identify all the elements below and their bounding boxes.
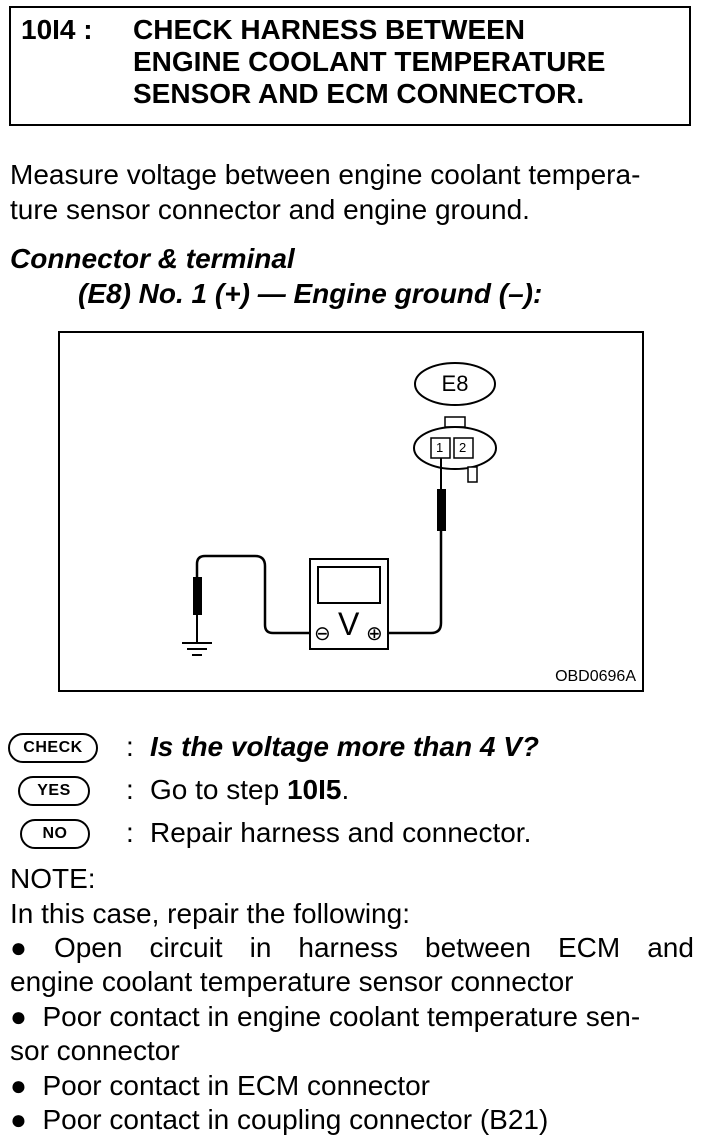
pin-2-label: 2 (459, 440, 467, 455)
note-item-2-text: Poor contact in engine coolant temperatu… (42, 1001, 641, 1032)
plus-icon: ⊕ (366, 623, 383, 645)
note-word: Open (53, 932, 123, 963)
note-item-3: ● Poor contact in ECM connector (10, 1069, 430, 1103)
voltmeter-display (317, 566, 381, 604)
negative-lead (195, 554, 310, 635)
no-badge: NO (20, 819, 90, 849)
yes-suffix: . (341, 774, 350, 805)
note-word: harness (298, 932, 399, 963)
note-word: circuit (149, 932, 223, 963)
connector-label-outline (414, 362, 496, 406)
connector-spec: (E8) No. 1 (+) — Engine ground (–): (78, 278, 543, 309)
step-title-line: SENSOR AND ECM CONNECTOR. (133, 78, 585, 109)
instruction-line: Measure voltage between engine coolant t… (10, 159, 641, 190)
note-word: ECM (557, 932, 621, 963)
connector-latch (444, 416, 466, 428)
note-item-4: ● Poor contact in coupling connector (B2… (10, 1103, 548, 1137)
yes-step-link[interactable]: 10I5 (286, 774, 342, 805)
step-title-line: CHECK HARNESS BETWEEN (133, 14, 526, 45)
negative-probe (193, 577, 202, 615)
minus-icon: ⊖ (314, 623, 331, 645)
note-item-1-line-1: ● Open circuit in harness between ECM an… (10, 931, 694, 965)
positive-lead (383, 531, 443, 635)
note-word: and (647, 932, 694, 963)
pin-1-label: 1 (436, 440, 444, 455)
step-title: CHECK HARNESS BETWEEN ENGINE COOLANT TEM… (133, 14, 605, 110)
check-question: Is the voltage more than 4 V? (150, 731, 539, 762)
bullet-icon: ● (10, 1104, 27, 1135)
check-separator: : (126, 731, 134, 762)
note-word: between (425, 932, 531, 963)
bullet-icon: ● (10, 932, 27, 963)
step-number: 10I4 : (21, 14, 93, 45)
note-item-3-text: Poor contact in ECM connector (42, 1070, 430, 1101)
yes-badge: YES (18, 776, 90, 806)
note-item-2-line-2: sor connector (10, 1035, 180, 1066)
yes-separator: : (126, 774, 134, 805)
yes-answer: Go to step 10I5. (150, 774, 349, 806)
connector-tab (467, 466, 478, 483)
bullet-icon: ● (10, 1001, 27, 1032)
connector-heading: Connector & terminal (10, 243, 295, 274)
bullet-icon: ● (10, 1070, 27, 1101)
figure-reference: OBD0696A (555, 668, 636, 685)
pin-2-cavity (453, 437, 474, 459)
check-badge: CHECK (8, 733, 98, 763)
no-separator: : (126, 817, 134, 848)
note-item-4-text: Poor contact in coupling connector (B21) (42, 1104, 549, 1135)
step-title-line: ENGINE COOLANT TEMPERATURE (133, 46, 606, 77)
positive-probe (437, 489, 446, 531)
step-header-box: 10I4 : CHECK HARNESS BETWEEN ENGINE COOL… (9, 6, 691, 126)
note-item-2-line-1: ● Poor contact in engine coolant tempera… (10, 1000, 640, 1034)
voltmeter-symbol: V (338, 606, 360, 642)
note-intro: In this case, repair the following: (10, 898, 410, 929)
note-item-1-line-2: engine coolant temperature sensor connec… (10, 966, 574, 997)
note-word: in (249, 932, 272, 963)
yes-prefix: Go to step (150, 774, 287, 805)
wiring-diagram: E8 1 2 ⊖ V ⊕ OBD0696A (58, 331, 644, 692)
instruction-line: ture sensor connector and engine ground. (10, 194, 530, 225)
note-title: NOTE: (10, 863, 96, 894)
wiring-diagram-graphic (58, 331, 644, 692)
connector-label: E8 (441, 371, 469, 396)
no-answer: Repair harness and connector. (150, 817, 532, 848)
